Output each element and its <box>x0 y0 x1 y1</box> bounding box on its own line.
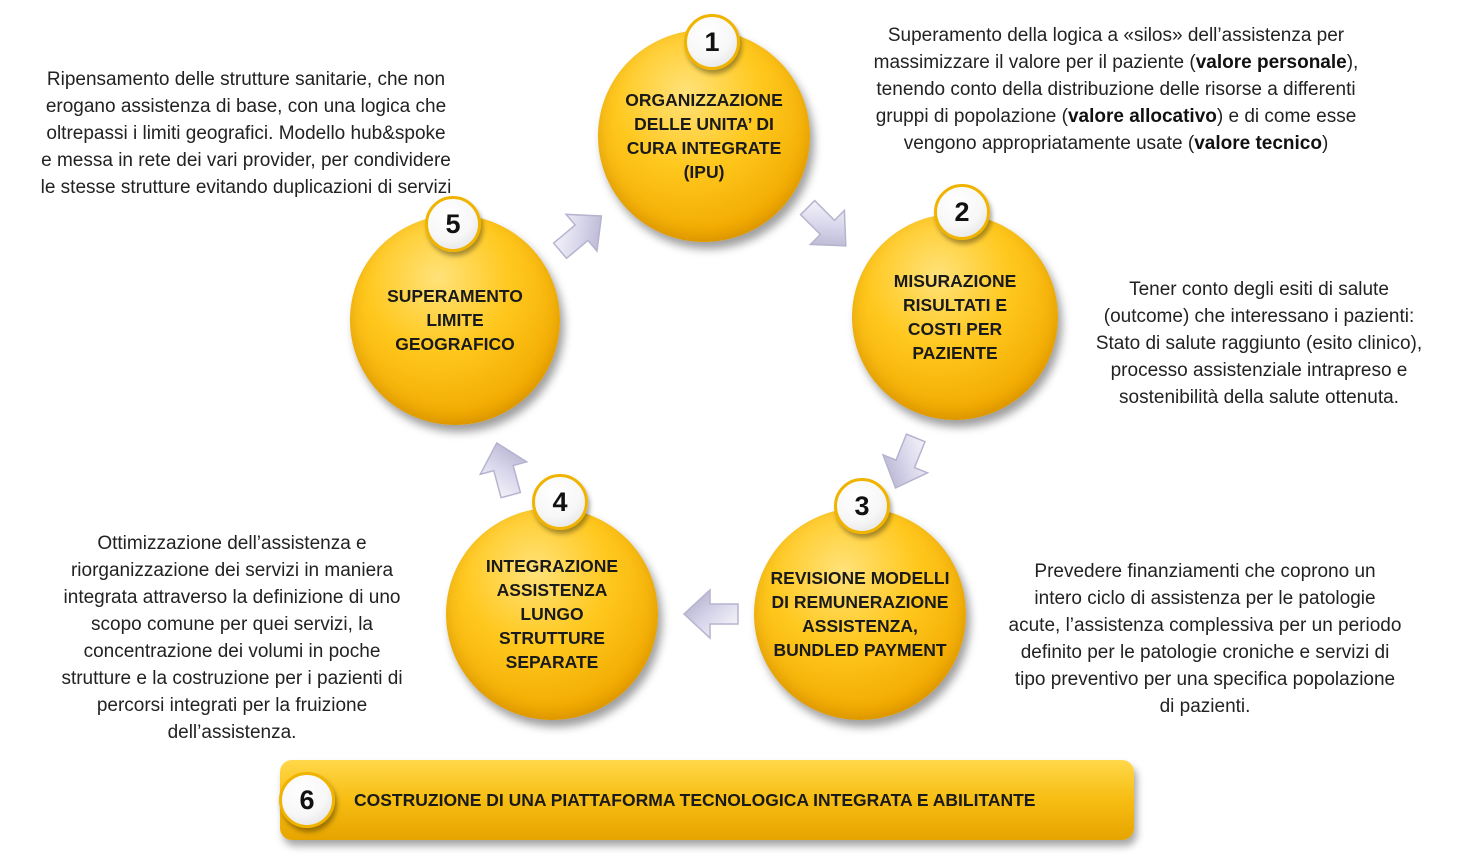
arrow-5-to-1-icon <box>552 213 603 260</box>
desc1-line4c: ) e di come esse <box>1216 106 1357 127</box>
step-number-4: 4 <box>532 474 588 530</box>
step-circle-3: REVISIONE MODELLI DI REMUNERAZIONE ASSIS… <box>754 508 966 720</box>
desc1-line2c: ), <box>1346 52 1359 73</box>
desc1-valore-tecnico: valore tecnico <box>1194 133 1322 154</box>
arrow-2-to-3-icon <box>881 433 930 489</box>
step-number-6: 6 <box>279 772 335 828</box>
step-number-5: 5 <box>425 196 481 252</box>
desc1-valore-personale: valore personale <box>1195 52 1347 73</box>
step-circle-4: INTEGRAZIONE ASSISTENZA LUNGO STRUTTURE … <box>446 508 658 720</box>
banner-title: COSTRUZIONE DI UNA PIATTAFORMA TECNOLOGI… <box>354 790 1036 810</box>
desc1-line1: Superamento della logica a «silos» dell’… <box>887 25 1345 46</box>
desc1-line4a: gruppi di popolazione ( <box>875 106 1068 127</box>
arrow-1-to-2-icon <box>799 199 847 247</box>
description-step-1: Superamento della logica a «silos» dell’… <box>842 22 1390 157</box>
desc1-valore-allocativo: valore allocativo <box>1067 106 1217 127</box>
desc1-line3: tenendo conto della distribuzione delle … <box>876 79 1356 100</box>
step-5-title: SUPERAMENTO LIMITE GEOGRAFICO <box>387 286 523 354</box>
desc1-line5c: ) <box>1321 133 1329 154</box>
step-3-title: REVISIONE MODELLI DI REMUNERAZIONE ASSIS… <box>770 568 950 660</box>
arrow-4-to-5-icon <box>478 441 529 499</box>
step-number-1: 1 <box>684 14 740 70</box>
step-2-title: MISURAZIONE RISULTATI E COSTI PER PAZIEN… <box>893 271 1017 363</box>
step-4-title: INTEGRAZIONE ASSISTENZA LUNGO STRUTTURE … <box>485 556 619 672</box>
step-1-title: ORGANIZZAZIONE DELLE UNITA’ DI CURA INTE… <box>625 90 783 182</box>
desc1-line2a: massimizzare il valore per il paziente ( <box>873 52 1196 73</box>
desc1-line5a: vengono appropriatamente usate ( <box>903 133 1195 154</box>
description-step-3: Prevedere finanziamenti che coprono un i… <box>1008 561 1402 717</box>
step-number-2: 2 <box>934 184 990 240</box>
step-circle-2: MISURAZIONE RISULTATI E COSTI PER PAZIEN… <box>852 214 1058 420</box>
description-step-2: Tener conto degli esiti di salute (outco… <box>1095 279 1423 408</box>
description-step-5: Ripensamento delle strutture sanitarie, … <box>40 69 452 198</box>
arrow-3-to-4-icon <box>682 588 739 640</box>
description-step-4: Ottimizzazione dell’assistenza e riorgan… <box>61 533 403 743</box>
step-number-3: 3 <box>834 478 890 534</box>
platform-banner: COSTRUZIONE DI UNA PIATTAFORMA TECNOLOGI… <box>280 760 1134 840</box>
